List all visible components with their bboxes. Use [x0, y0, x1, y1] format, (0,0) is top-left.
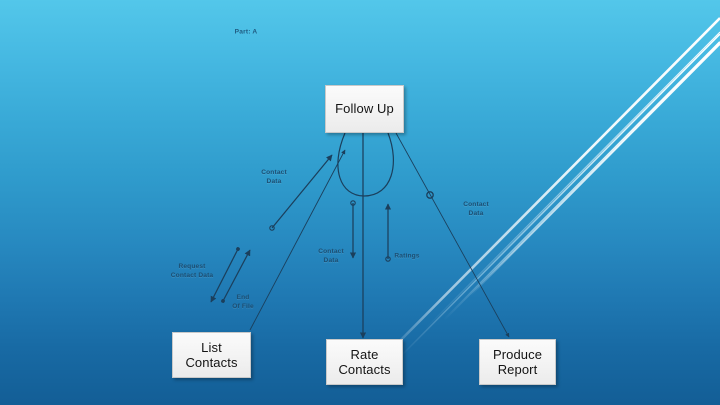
node-produce-report[interactable]: Produce Report	[479, 339, 556, 385]
caption-contact-data-to-followup: Contact Data	[261, 169, 287, 185]
node-follow-up[interactable]: Follow Up	[325, 85, 404, 133]
node-list-contacts-label: List Contacts	[185, 339, 238, 370]
connector-listcontacts-to-followup	[269, 154, 333, 231]
node-produce-report-label: Produce Report	[492, 346, 543, 377]
node-rate-contacts-label: Rate Contacts	[338, 346, 391, 377]
caption-ratings-to-followup: Ratings	[394, 252, 420, 260]
node-follow-up-label: Follow Up	[335, 101, 394, 117]
node-rate-contacts[interactable]: Rate Contacts	[326, 339, 403, 385]
node-list-contacts[interactable]: List Contacts	[172, 332, 251, 378]
slide-part-label: Part: A	[234, 28, 258, 36]
connector-followup-self-loop	[337, 132, 394, 197]
caption-end-of-file: End Of File	[232, 294, 254, 310]
connector-followup-to-produce	[395, 132, 510, 338]
streak-group	[382, 17, 720, 359]
connector-socket-produce	[426, 191, 434, 199]
caption-contact-data-to-rate: Contact Data	[318, 248, 344, 264]
caption-contact-data-to-produce: Contact Data	[463, 201, 489, 217]
caption-request-contact-data: Request Contact Data	[170, 263, 214, 279]
